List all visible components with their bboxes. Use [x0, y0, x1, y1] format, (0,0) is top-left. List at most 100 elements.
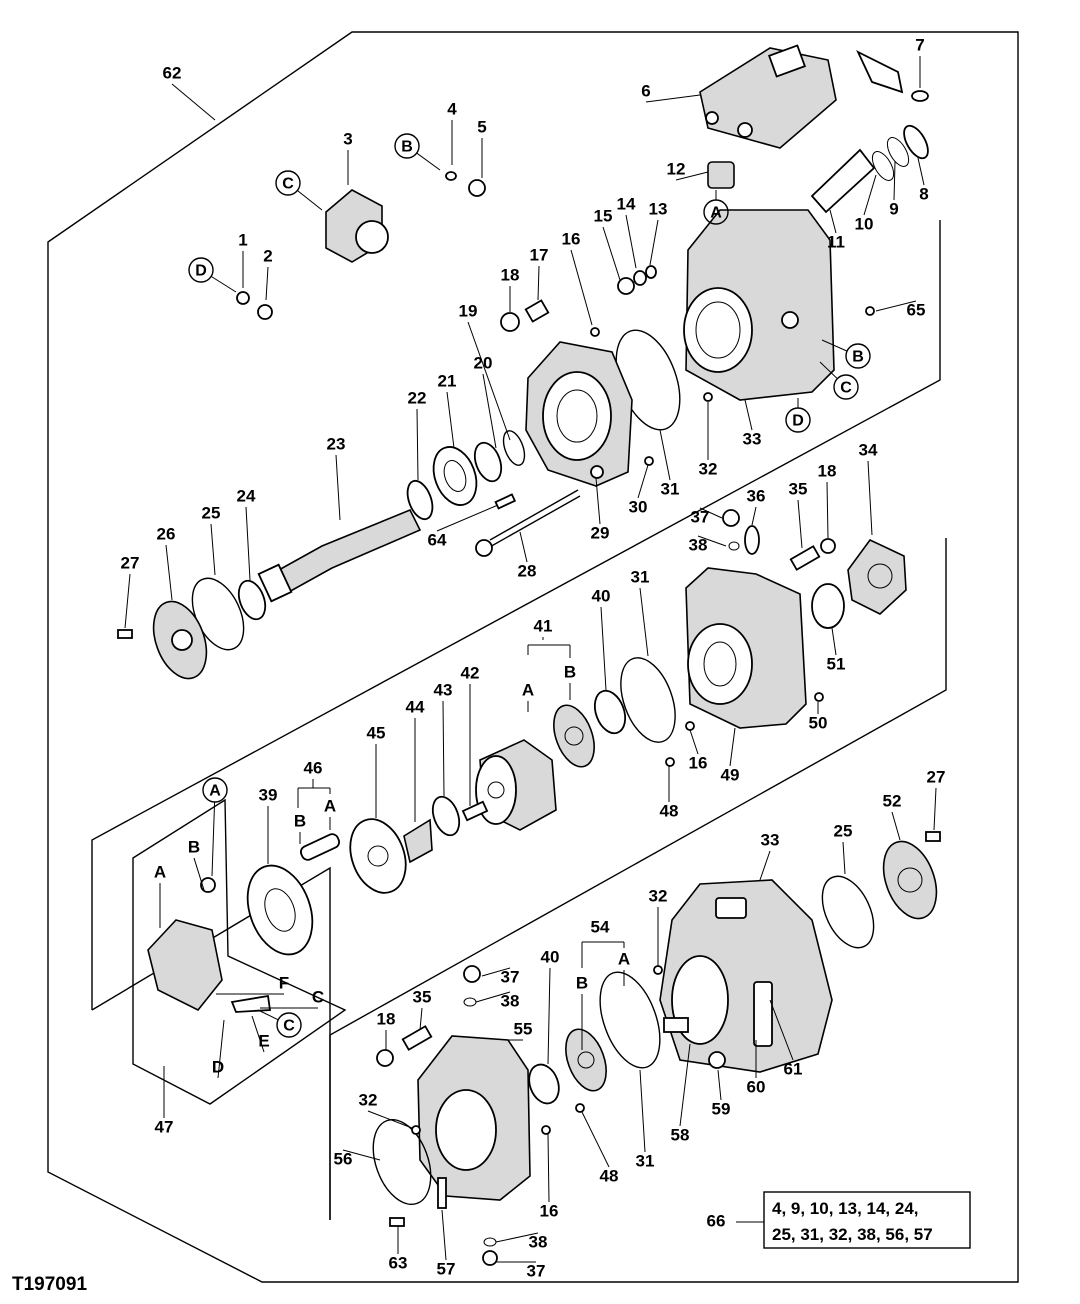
callout-c31c: 31: [636, 1151, 655, 1170]
callout-c48b: 48: [600, 1166, 619, 1185]
leader-c31a: [659, 429, 671, 481]
callout-c63: 63: [389, 1253, 408, 1272]
solenoid-3: [325, 189, 389, 263]
callout-c8: 8: [919, 184, 928, 203]
o-ring-31-bottom: [599, 971, 661, 1069]
plug-59: [708, 1051, 726, 1069]
circle-o_c47: [276, 1012, 302, 1038]
callout-c30: 30: [629, 497, 648, 516]
spring-42: [461, 800, 489, 822]
callout-c14: 14: [617, 194, 636, 213]
callout-c1: 1: [238, 230, 247, 249]
leader-c17: [537, 265, 540, 301]
leader-c2: [265, 266, 269, 301]
letter-l47F: F: [279, 973, 289, 992]
plug-5: [468, 179, 486, 197]
circle-text-o_b33: B: [852, 349, 864, 366]
regulator-6: [699, 44, 837, 149]
callout-c32b: 32: [649, 886, 668, 905]
callout-c38a: 38: [689, 535, 708, 554]
callout-c40b: 40: [541, 947, 560, 966]
ring-43: [431, 795, 461, 837]
leader-c35b: [419, 1007, 423, 1031]
leader-c24: [245, 506, 251, 581]
leader-o_c33: [819, 361, 838, 380]
leader-c13: [649, 219, 659, 266]
callout-c18a: 18: [501, 265, 520, 284]
cover-19: [525, 341, 633, 487]
circle-o_c3: [275, 170, 301, 196]
callout-c41: 41: [534, 616, 553, 635]
leader-c15: [602, 226, 621, 281]
callout-c25a: 25: [202, 503, 221, 522]
circle-text-o_c47: C: [283, 1018, 295, 1035]
ring-22: [406, 479, 434, 521]
shoe-plate-39: [246, 864, 314, 956]
o-ring-31-mid: [620, 657, 676, 743]
callout-c16c: 16: [540, 1201, 559, 1220]
callout-c42: 42: [461, 663, 480, 682]
pin-16-top: [590, 327, 600, 337]
plug-37-bottom-b: [482, 1250, 498, 1266]
leader-c25a: [210, 523, 216, 576]
sensor-7: [856, 50, 929, 102]
valve-block-55: [417, 1035, 531, 1201]
callout-c57: 57: [437, 1259, 456, 1278]
leader-c20: [482, 373, 497, 449]
callout-c9: 9: [889, 199, 898, 218]
leader-c51: [831, 627, 837, 656]
pin-16-bottom: [541, 1125, 551, 1135]
pin-32-bottom: [411, 1125, 421, 1135]
bolt-28b: [487, 495, 581, 549]
snap-ring-20: [502, 430, 526, 466]
o-ring-38-bottom-a: [463, 997, 477, 1007]
bolt-63: [389, 1217, 405, 1227]
leader-c27b: [933, 787, 937, 831]
callout-c31a: 31: [661, 479, 680, 498]
o-ring-4: [445, 171, 457, 181]
nut-18-top: [500, 312, 520, 332]
swash-plate-47: [147, 877, 272, 1013]
callout-c54: 54: [591, 917, 610, 936]
piston-46: [299, 833, 341, 861]
circle-text-o_d1: D: [195, 263, 207, 280]
circle-o_b4: [394, 133, 420, 159]
callout-c27a: 27: [121, 553, 140, 572]
ring-14: [633, 270, 647, 286]
callout-c49: 49: [721, 765, 740, 784]
leader-c8: [917, 157, 925, 186]
screw-65: [865, 306, 875, 316]
leader-c33b: [759, 850, 771, 881]
pin-57: [437, 1177, 447, 1209]
callout-c31b: 31: [631, 567, 650, 586]
pin-16-mid: [685, 721, 695, 731]
o-ring-38-mid: [728, 541, 740, 551]
group-boundary-1: [91, 220, 941, 1010]
screw-35-mid: [789, 545, 821, 571]
callout-c61: 61: [784, 1059, 803, 1078]
callout-c60: 60: [747, 1077, 766, 1096]
pin-30: [644, 456, 654, 466]
pin-48-mid: [665, 757, 675, 767]
callout-c34: 34: [859, 440, 878, 459]
leader-l47D: [217, 1019, 225, 1079]
leader-c59: [717, 1069, 722, 1101]
gear-34: [847, 538, 907, 615]
o-ring-38-bottom-b: [483, 1237, 497, 1247]
circle-o_d33: [785, 407, 811, 433]
bolt-27-top: [117, 629, 133, 639]
callout-c26: 26: [157, 524, 176, 543]
leader-c21: [446, 391, 455, 449]
plug-37-bottom-a: [463, 965, 481, 983]
callout-c7: 7: [915, 35, 924, 54]
callout-c32a: 32: [699, 459, 718, 478]
pin-29: [590, 465, 604, 479]
leader-c65: [875, 300, 917, 312]
circle-o_d1: [188, 257, 214, 283]
bearing-40-bottom: [528, 1063, 560, 1105]
leader-c12: [675, 171, 709, 181]
part-12: [707, 161, 735, 189]
bearing-21: [432, 446, 478, 506]
leader-c40b: [547, 967, 551, 1065]
